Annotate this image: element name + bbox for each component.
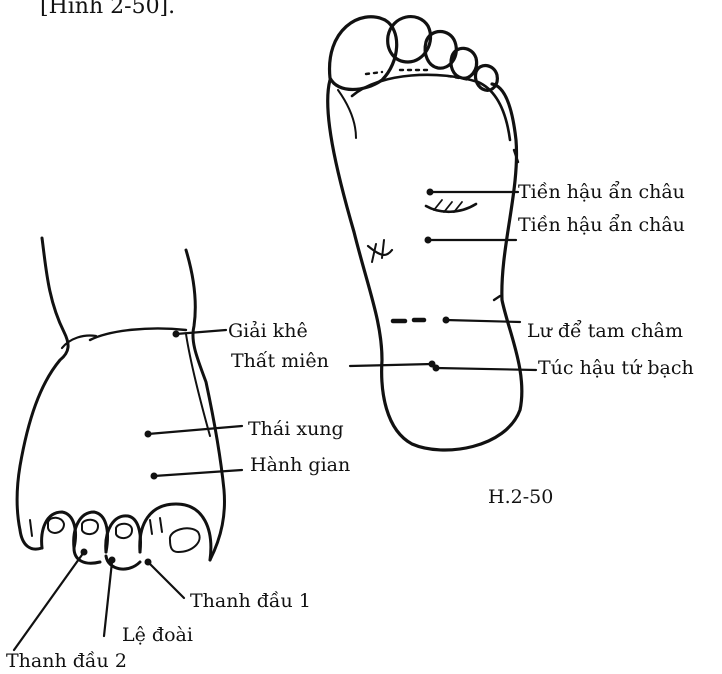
point-marker — [151, 473, 158, 480]
point-marker — [443, 317, 450, 324]
label-thanh-dau-1: Thanh đầu 1 — [190, 590, 311, 612]
label-tuc-hau-tu-bach: Túc hậu tứ bạch — [538, 357, 694, 379]
label-hanh-gian: Hành gian — [250, 454, 350, 476]
figure-caption: H.2-50 — [488, 486, 553, 508]
label-le-doai: Lệ đoài — [122, 624, 193, 646]
point-marker — [145, 431, 152, 438]
sole-leader-lines — [350, 192, 536, 370]
label-thai-xung: Thái xung — [248, 418, 344, 440]
header-text: [Hình 2-50]. — [40, 0, 175, 18]
label-lu-de-tam-cham: Lư để tam châm — [527, 320, 683, 342]
foot-sole-drawing — [328, 17, 522, 450]
point-marker — [425, 237, 432, 244]
point-marker — [109, 557, 116, 564]
label-tien-hau-an-chau-2: Tiền hậu ẩn châu — [518, 214, 685, 236]
point-marker — [145, 559, 152, 566]
point-marker — [173, 331, 180, 338]
label-that-mien: Thất miên — [231, 350, 329, 372]
label-thanh-dau-2: Thanh đầu 2 — [6, 650, 127, 672]
label-tien-hau-an-chau-1: Tiền hậu ẩn châu — [518, 181, 685, 203]
foot-dorsum-drawing — [17, 238, 224, 569]
point-marker — [427, 189, 434, 196]
point-marker — [433, 365, 440, 372]
point-marker — [81, 549, 88, 556]
label-giai-khe: Giải khê — [228, 320, 308, 342]
